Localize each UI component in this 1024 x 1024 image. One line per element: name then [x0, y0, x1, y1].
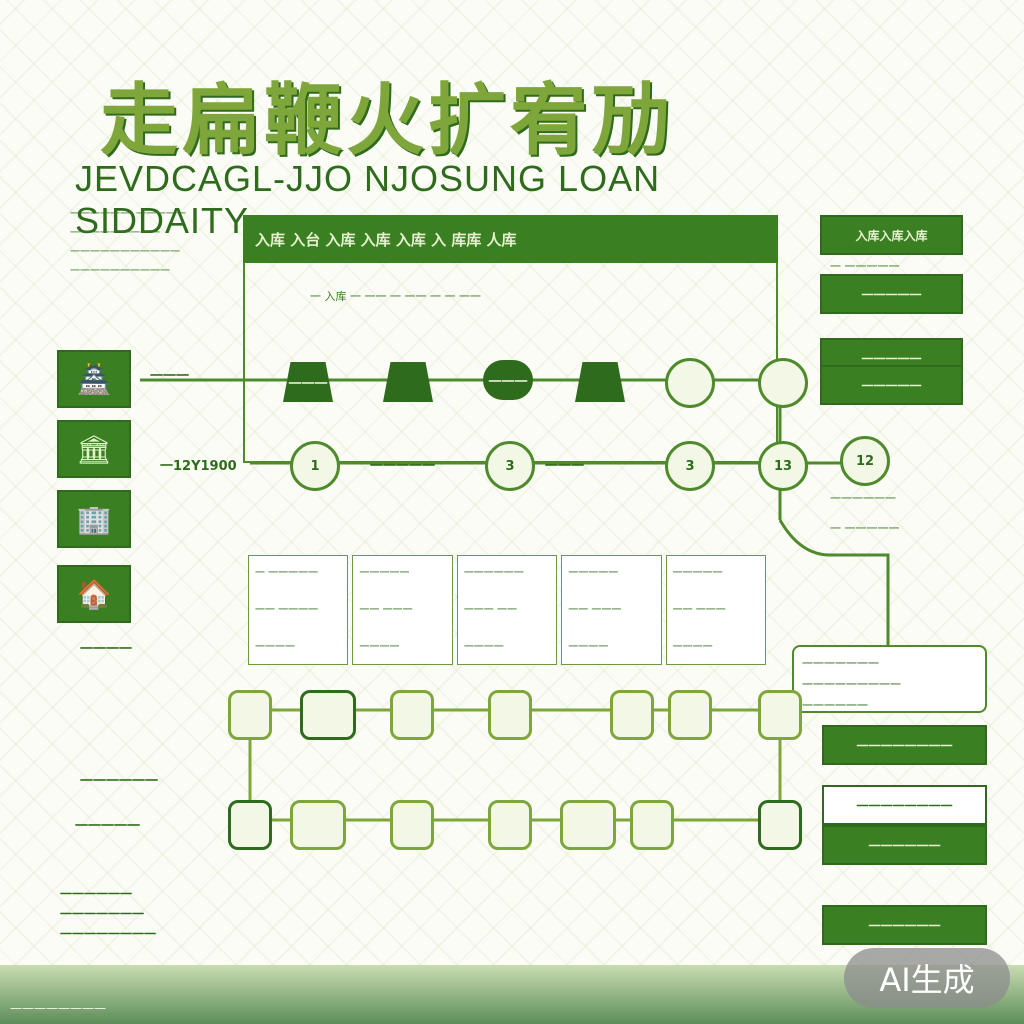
flow-node-6[interactable]: [758, 358, 808, 408]
card-line: 一一一一: [672, 642, 713, 653]
callout-box: 一一一一一一一 一一一一一一一一一 一一一一一一: [792, 645, 987, 713]
info-card[interactable]: 一一一一一 一一 一一一 一一一一: [665, 555, 767, 665]
pagoda-icon[interactable]: 🏯: [57, 350, 131, 408]
left-tag-4: 一一一一一: [75, 819, 141, 834]
right-bottom-button-3[interactable]: 一一一一一一: [822, 825, 987, 865]
card-line: 一一 一一一: [359, 605, 413, 616]
house-icon[interactable]: 🏠: [57, 565, 131, 623]
card-line: 一一一一: [255, 642, 295, 653]
page-subtitle: JEVDCAGL-JJO NJOSUNG LOAN SIDDAITY: [75, 158, 661, 241]
left-notes: 一一一一一一 一一一一一 一一一一一一一一一 一一一一一一一一一一一 一一一一一…: [70, 205, 230, 281]
process-icon[interactable]: [488, 690, 532, 740]
flow-node-row2-2: 一一一一一: [370, 459, 436, 474]
note-line: 一一一一一一一一一: [70, 228, 160, 239]
ai-badge: AI生成: [844, 948, 1010, 1008]
note-line: 一一一一一一 一一一一一: [70, 209, 187, 220]
info-card[interactable]: 一 一一一一一 一一 一一一一 一一一一: [248, 555, 349, 665]
device-icon[interactable]: [390, 800, 434, 850]
device-icon[interactable]: [630, 800, 674, 850]
device-icon[interactable]: [290, 800, 346, 850]
process-icon[interactable]: [228, 690, 272, 740]
note-line: 一一一一一一一一一一: [70, 266, 170, 277]
callout-line: 一一一一一一一: [802, 657, 879, 670]
right-bottom-button-1[interactable]: 一一一一一一一一: [822, 725, 987, 765]
process-icon[interactable]: [390, 690, 434, 740]
callout-line: 一一一一一一: [802, 699, 868, 712]
main-panel-header[interactable]: 入库 入台 入库 入库 入库 入 库库 人库: [243, 215, 778, 263]
temple-icon[interactable]: 🏛: [57, 420, 131, 478]
flow-node-row2-7[interactable]: 12: [840, 436, 890, 486]
flow-node-row2-4: 一一一: [545, 459, 585, 474]
right-button-4[interactable]: 一一一一一: [820, 365, 963, 405]
main-panel-note: 一 入库 一 一一 一 一一 一 一 一一: [310, 290, 481, 303]
flow-node-3[interactable]: 一一一: [483, 360, 533, 400]
right-label-1: 一 一一一一一: [830, 260, 900, 273]
flow-node-row2-5[interactable]: 3: [665, 441, 715, 491]
left-tag-2: 一一一一: [80, 642, 133, 657]
flow-node-row2-6[interactable]: 13: [758, 441, 808, 491]
bottom-note-1: 一一一一一一: [60, 887, 133, 901]
right-bottom-button-2[interactable]: 一一一一一一一一: [822, 785, 987, 825]
callout-line: 一一一一一一一一一: [802, 678, 901, 691]
card-line: 一一一一一: [568, 568, 619, 579]
card-line: 一 一一一一一: [255, 568, 319, 579]
flow-node-row2-3[interactable]: 3: [485, 441, 535, 491]
device-icon[interactable]: [758, 800, 802, 850]
card-line: 一一一一一: [359, 568, 410, 579]
card-line: 一一一一: [359, 642, 400, 653]
flow-node-2[interactable]: [383, 362, 433, 402]
card-line: 一一一一一: [672, 568, 723, 579]
right-button-1[interactable]: 入库入库入库: [820, 215, 963, 255]
info-card[interactable]: 一一一一一一 一一一 一一 一一一一: [456, 555, 558, 665]
left-tag-1: 一一一: [150, 369, 190, 384]
building-icon[interactable]: 🏢: [57, 490, 131, 548]
process-icon[interactable]: [610, 690, 654, 740]
right-button-2[interactable]: 一一一一一: [820, 274, 963, 314]
machine-icon[interactable]: [300, 690, 356, 740]
card-line: 一一 一一一: [568, 605, 622, 616]
card-line: 一一 一一一: [672, 605, 726, 616]
left-tag-3: 一一一一一一: [80, 774, 159, 789]
card-line: 一一一一: [463, 642, 504, 653]
info-card[interactable]: 一一一一一 一一 一一一 一一一一: [561, 555, 662, 665]
flow-node-4[interactable]: [575, 362, 625, 402]
device-icon[interactable]: [560, 800, 616, 850]
page-title: 走扁鞭火扩宥劢: [100, 75, 675, 166]
flow-node-5[interactable]: [665, 358, 715, 408]
card-line: 一一一一: [568, 642, 609, 653]
flow-node-1[interactable]: 一一一: [283, 362, 333, 402]
process-icon[interactable]: [668, 690, 712, 740]
card-line: 一一一 一一: [463, 605, 517, 616]
card-line: 一一 一一一一: [255, 605, 319, 616]
card-line: 一一一一一一: [463, 568, 524, 579]
flow-node-row2-1[interactable]: 1: [290, 441, 340, 491]
process-icon[interactable]: [758, 690, 802, 740]
bottom-note-2: 一一一一一一一: [60, 907, 145, 921]
bottom-footer-text: 一一一一一一一一: [10, 1002, 107, 1016]
note-line: 一一一一一一一一一一一: [70, 247, 180, 258]
info-card[interactable]: 一一一一一 一一 一一一 一一一一: [352, 555, 453, 665]
info-cards: 一 一一一一一 一一 一一一一 一一一一 一一一一一 一一 一一一 一一一一 一…: [248, 555, 770, 665]
bottom-note-3: 一一一一一一一一: [60, 927, 157, 941]
device-icon[interactable]: [228, 800, 272, 850]
right-bottom-button-4[interactable]: 一一一一一一: [822, 905, 987, 945]
right-label-2: 一一一一一一: [830, 492, 896, 505]
row-label: 一12Y1900: [160, 459, 237, 474]
right-label-3: 一 一一一一一: [830, 522, 900, 535]
device-icon[interactable]: [488, 800, 532, 850]
